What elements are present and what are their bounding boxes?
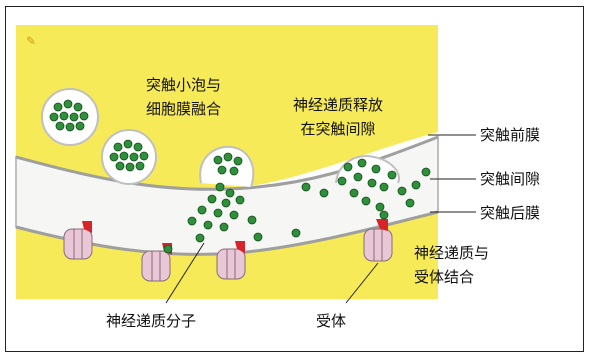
cleft-label: 突触间隙 — [480, 170, 541, 188]
releasing-vesicle — [335, 155, 400, 184]
receptor — [63, 221, 93, 260]
receptor-label: 受体 — [316, 312, 347, 330]
diagram-frame: ✎ — [5, 6, 584, 352]
binding-label-line1: 神经递质与 — [414, 244, 490, 262]
pen-mark-icon: ✎ — [26, 34, 36, 48]
receptor — [216, 241, 246, 280]
synaptic-vesicle — [41, 88, 99, 146]
fusion-label: 突触小泡与 细胞膜融合 — [146, 73, 221, 121]
binding-label: 神经递质与 受体结合 — [414, 241, 489, 289]
synapse-illustration: ✎ — [6, 7, 583, 351]
neurotransmitter-callout — [165, 242, 205, 304]
receptor — [363, 210, 393, 262]
fusion-label-line2: 细胞膜融合 — [146, 100, 222, 118]
postsynaptic-label: 突触后膜 — [480, 204, 541, 222]
receptor — [141, 243, 173, 282]
presynaptic-label: 突触前膜 — [480, 126, 541, 144]
fusion-label-line1: 突触小泡与 — [146, 76, 222, 94]
neurotransmitter-molecules — [187, 158, 431, 243]
synaptic-vesicle — [101, 129, 157, 185]
fusing-vesicle — [199, 145, 255, 188]
release-label: 神经递质释放 在突触间隙 — [293, 93, 383, 141]
release-label-line1: 神经递质释放 — [293, 96, 384, 114]
receptor-callout — [345, 262, 379, 304]
release-label-line2: 在突触间隙 — [300, 120, 376, 138]
neurotransmitter-label: 神经递质分子 — [106, 312, 197, 330]
binding-label-line2: 受体结合 — [414, 268, 475, 286]
